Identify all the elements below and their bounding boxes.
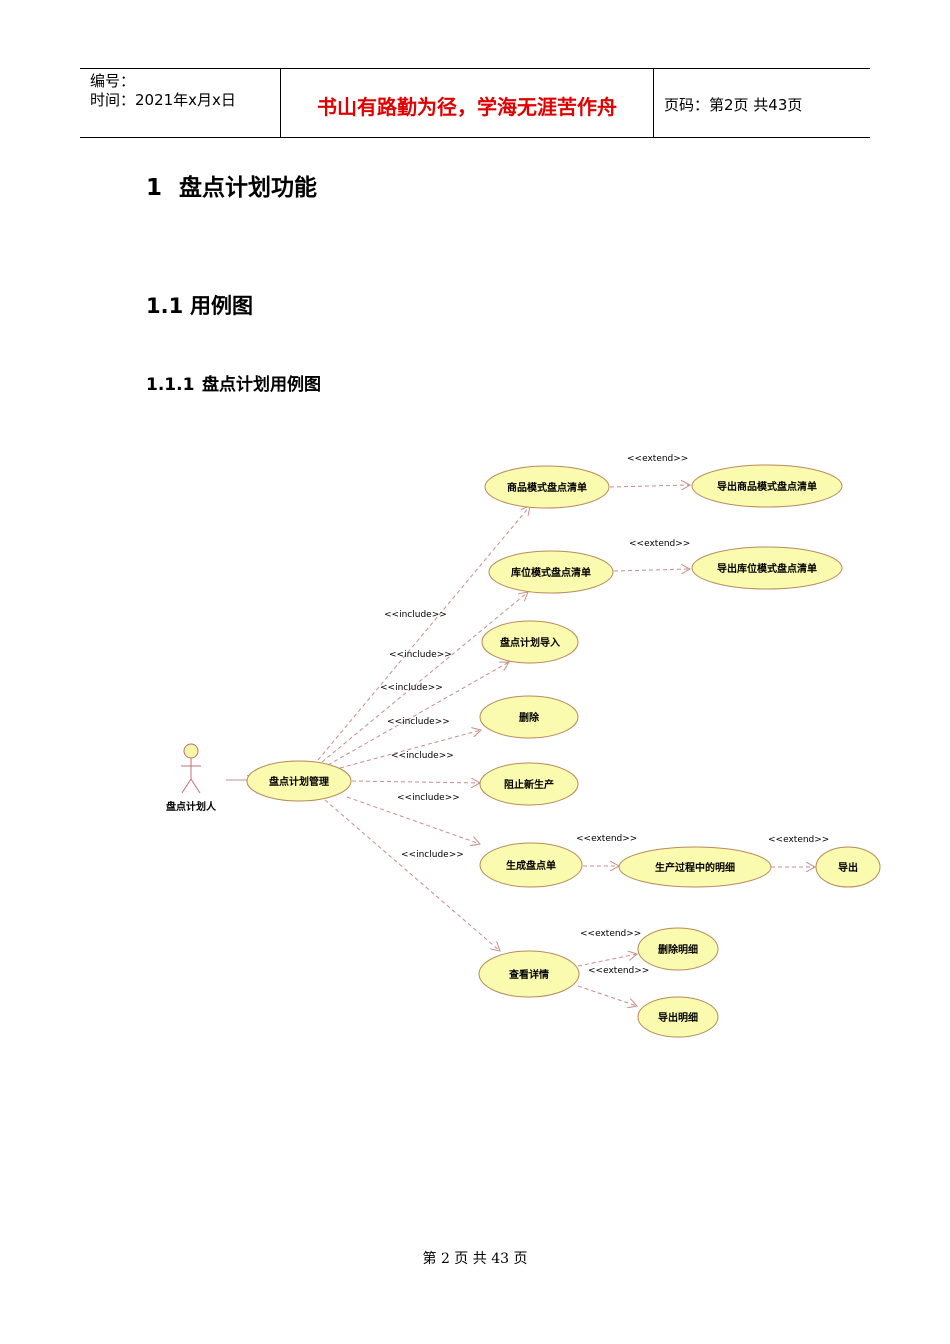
include-label: <<include>> [380, 683, 443, 693]
usecase-delete-detail [637, 927, 719, 971]
include-label: <<include>> [389, 650, 452, 660]
heading-1-text: 盘点计划功能 [179, 175, 317, 201]
include-line-loc [321, 592, 528, 763]
heading-1: 1 盘点计划功能 [146, 168, 317, 202]
usecase-block-label: 阻止新生产 [504, 778, 554, 791]
usecase-process-detail [618, 846, 772, 888]
include-label: <<include>> [387, 717, 450, 727]
header-motto: 书山有路勤为径，学海无涯苦作舟 [317, 95, 617, 119]
usecase-process-detail-label: 生产过程中的明细 [655, 861, 735, 874]
usecase-import [481, 620, 579, 664]
document-header: 编号： 时间：2021年x月x日 书山有路勤为径，学海无涯苦作舟 页码：第2页 … [80, 68, 870, 138]
actor-figure [181, 743, 201, 794]
usecase-view-detail-label: 查看详情 [508, 968, 549, 981]
usecase-loc-list-label: 库位模式盘点清单 [511, 566, 591, 579]
doc-number-label: 编号： [90, 72, 136, 90]
usecase-goods-list-label: 商品模式盘点清单 [507, 481, 587, 494]
include-label: <<include>> [401, 850, 464, 860]
heading-3: 1.1.1 盘点计划用例图 [146, 370, 321, 395]
usecase-block [479, 762, 579, 806]
extend-line-delete-detail [577, 954, 637, 967]
usecase-export-detail-label: 导出明细 [658, 1011, 698, 1024]
usecase-export-label: 导出 [838, 861, 858, 874]
extend-label: <<extend>> [588, 966, 649, 976]
extend-lines [577, 485, 815, 1006]
heading-2-text: 用例图 [190, 294, 253, 318]
extend-line-loc [613, 569, 690, 571]
usecase-manage [246, 760, 352, 802]
usecase-export-goods [691, 464, 843, 508]
usecase-gen-list-label: 生成盘点单 [506, 859, 556, 872]
heading-3-text: 盘点计划用例图 [202, 375, 321, 395]
include-line-gen [346, 796, 480, 844]
heading-2-number: 1.1 [146, 294, 184, 318]
include-label: <<include>> [384, 610, 447, 620]
include-line-delete [339, 730, 481, 769]
usecase-delete-label: 删除 [519, 711, 540, 724]
usecase-manage-label: 盘点计划管理 [269, 775, 329, 788]
usecase-delete-detail-label: 删除明细 [658, 943, 698, 956]
usecase-export-goods-label: 导出商品模式盘点清单 [717, 480, 817, 493]
usecase-export-detail [637, 996, 719, 1038]
usecase-export-loc-label: 导出库位模式盘点清单 [717, 562, 817, 575]
extend-line-goods [609, 485, 690, 487]
heading-1-number: 1 [146, 175, 163, 201]
header-left-cell: 编号： 时间：2021年x月x日 [80, 69, 280, 137]
include-label: <<include>> [397, 793, 460, 803]
page-footer: 第 2 页 共 43 页 [422, 1251, 528, 1267]
include-line-goods [317, 506, 530, 761]
usecase-export [815, 846, 881, 888]
include-lines [317, 506, 530, 951]
include-line-view [324, 799, 500, 951]
include-line-block [351, 781, 480, 783]
header-page-cell: 页码：第2页 共43页 [653, 69, 870, 137]
usecase-goods-list [484, 465, 610, 509]
extend-line-export-detail [577, 985, 637, 1006]
usecase-view-detail [478, 950, 580, 998]
extend-label: <<extend>> [576, 834, 637, 844]
extend-label: <<extend>> [629, 539, 690, 549]
extend-label: <<extend>> [580, 929, 641, 939]
usecase-delete [479, 695, 579, 739]
usecase-gen-list [479, 842, 583, 888]
extend-label: <<extend>> [768, 835, 829, 845]
usecase-import-label: 盘点计划导入 [500, 636, 560, 649]
actor-label: 盘点计划人 [166, 800, 217, 813]
header-page-info: 页码：第2页 共43页 [664, 96, 803, 114]
header-motto-cell: 书山有路勤为径，学海无涯苦作舟 [280, 69, 654, 137]
doc-time-label: 时间：2021年x月x日 [90, 91, 236, 109]
usecase-export-loc [691, 546, 843, 590]
usecase-loc-list [488, 550, 614, 594]
heading-3-number: 1.1.1 [146, 375, 195, 395]
extend-label: <<extend>> [627, 454, 688, 464]
include-label: <<include>> [391, 751, 454, 761]
